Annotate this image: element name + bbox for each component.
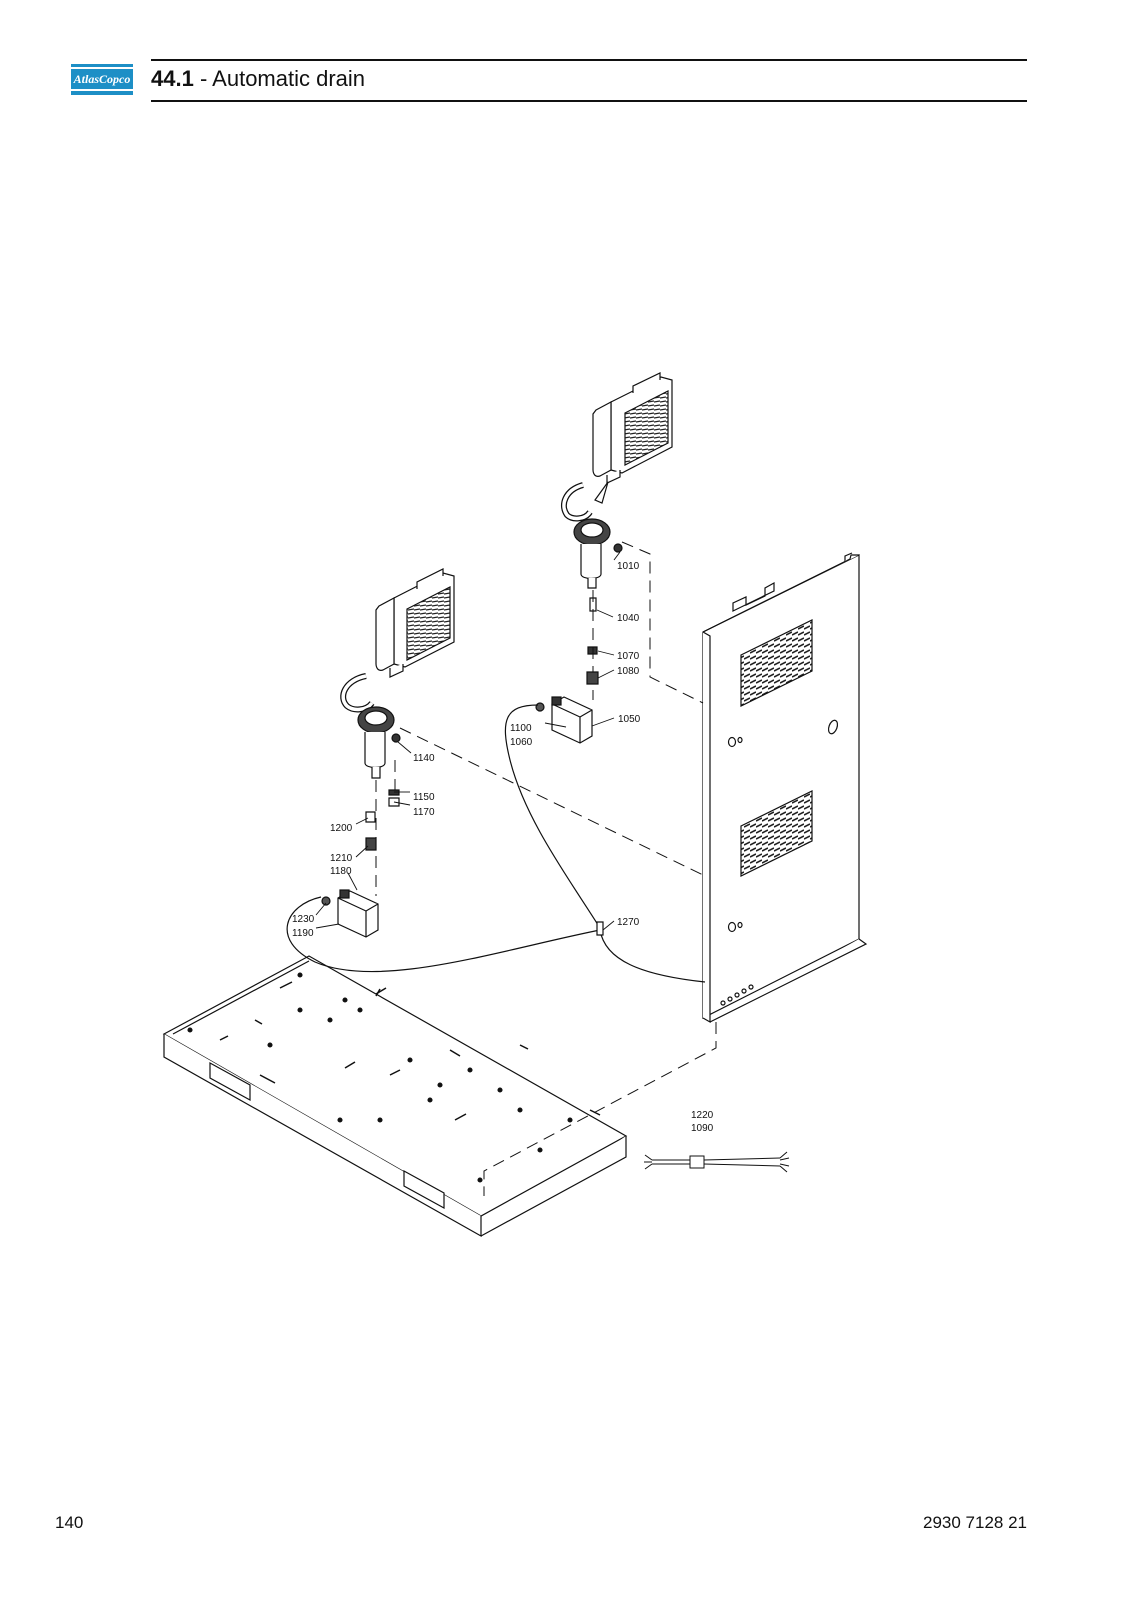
fittings (365, 543, 623, 851)
callout-1100: 1100 (510, 723, 532, 734)
callout-1080: 1080 (617, 666, 640, 677)
callout-1270: 1270 (617, 917, 640, 928)
cooler-lower (340, 568, 455, 713)
logo-text: AtlasCopco (73, 72, 131, 86)
drain-hoses (286, 704, 706, 983)
callout-1140: 1140 (413, 753, 435, 764)
assembly-dashed-lines (375, 541, 717, 1196)
cable-assembly (644, 1151, 790, 1173)
filter-lower (357, 706, 395, 779)
document-number: 2930 7128 21 (923, 1513, 1027, 1532)
base-frame-holes (187, 972, 601, 1183)
callout-1220: 1220 (691, 1110, 714, 1121)
cooler-upper (561, 372, 673, 522)
callout-1190: 1190 (292, 928, 314, 939)
side-panel (702, 552, 868, 1024)
header-rule-bottom (151, 100, 1027, 102)
callout-1180: 1180 (330, 866, 352, 877)
title-separator: - (193, 66, 213, 91)
callout-1010: 1010 (617, 561, 640, 572)
filter-upper (573, 518, 611, 589)
drain-unit-upper (535, 696, 593, 744)
callout-1050: 1050 (618, 714, 641, 725)
drain-unit-lower (321, 889, 379, 938)
page-number: 140 (55, 1513, 84, 1532)
callout-1230: 1230 (292, 914, 315, 925)
section-number: 44.1 (151, 66, 194, 91)
callout-1090: 1090 (691, 1123, 714, 1134)
callout-1200: 1200 (330, 823, 353, 834)
callout-labels: 1010 1040 1070 1080 1050 1100 1060 1140 … (292, 561, 714, 1134)
page-title: 44.1 - Automatic drain (151, 65, 365, 93)
section-title: Automatic drain (212, 66, 366, 91)
header-rule-top (151, 59, 1027, 61)
base-frame (162, 955, 628, 1238)
callout-1210: 1210 (330, 853, 353, 864)
callout-1070: 1070 (617, 651, 640, 662)
callout-1170: 1170 (413, 807, 435, 818)
atlas-copco-logo: AtlasCopco (71, 64, 133, 95)
callout-1060: 1060 (510, 737, 533, 748)
leader-lines (315, 551, 621, 931)
callout-1040: 1040 (617, 613, 640, 624)
callout-1150: 1150 (413, 792, 435, 803)
